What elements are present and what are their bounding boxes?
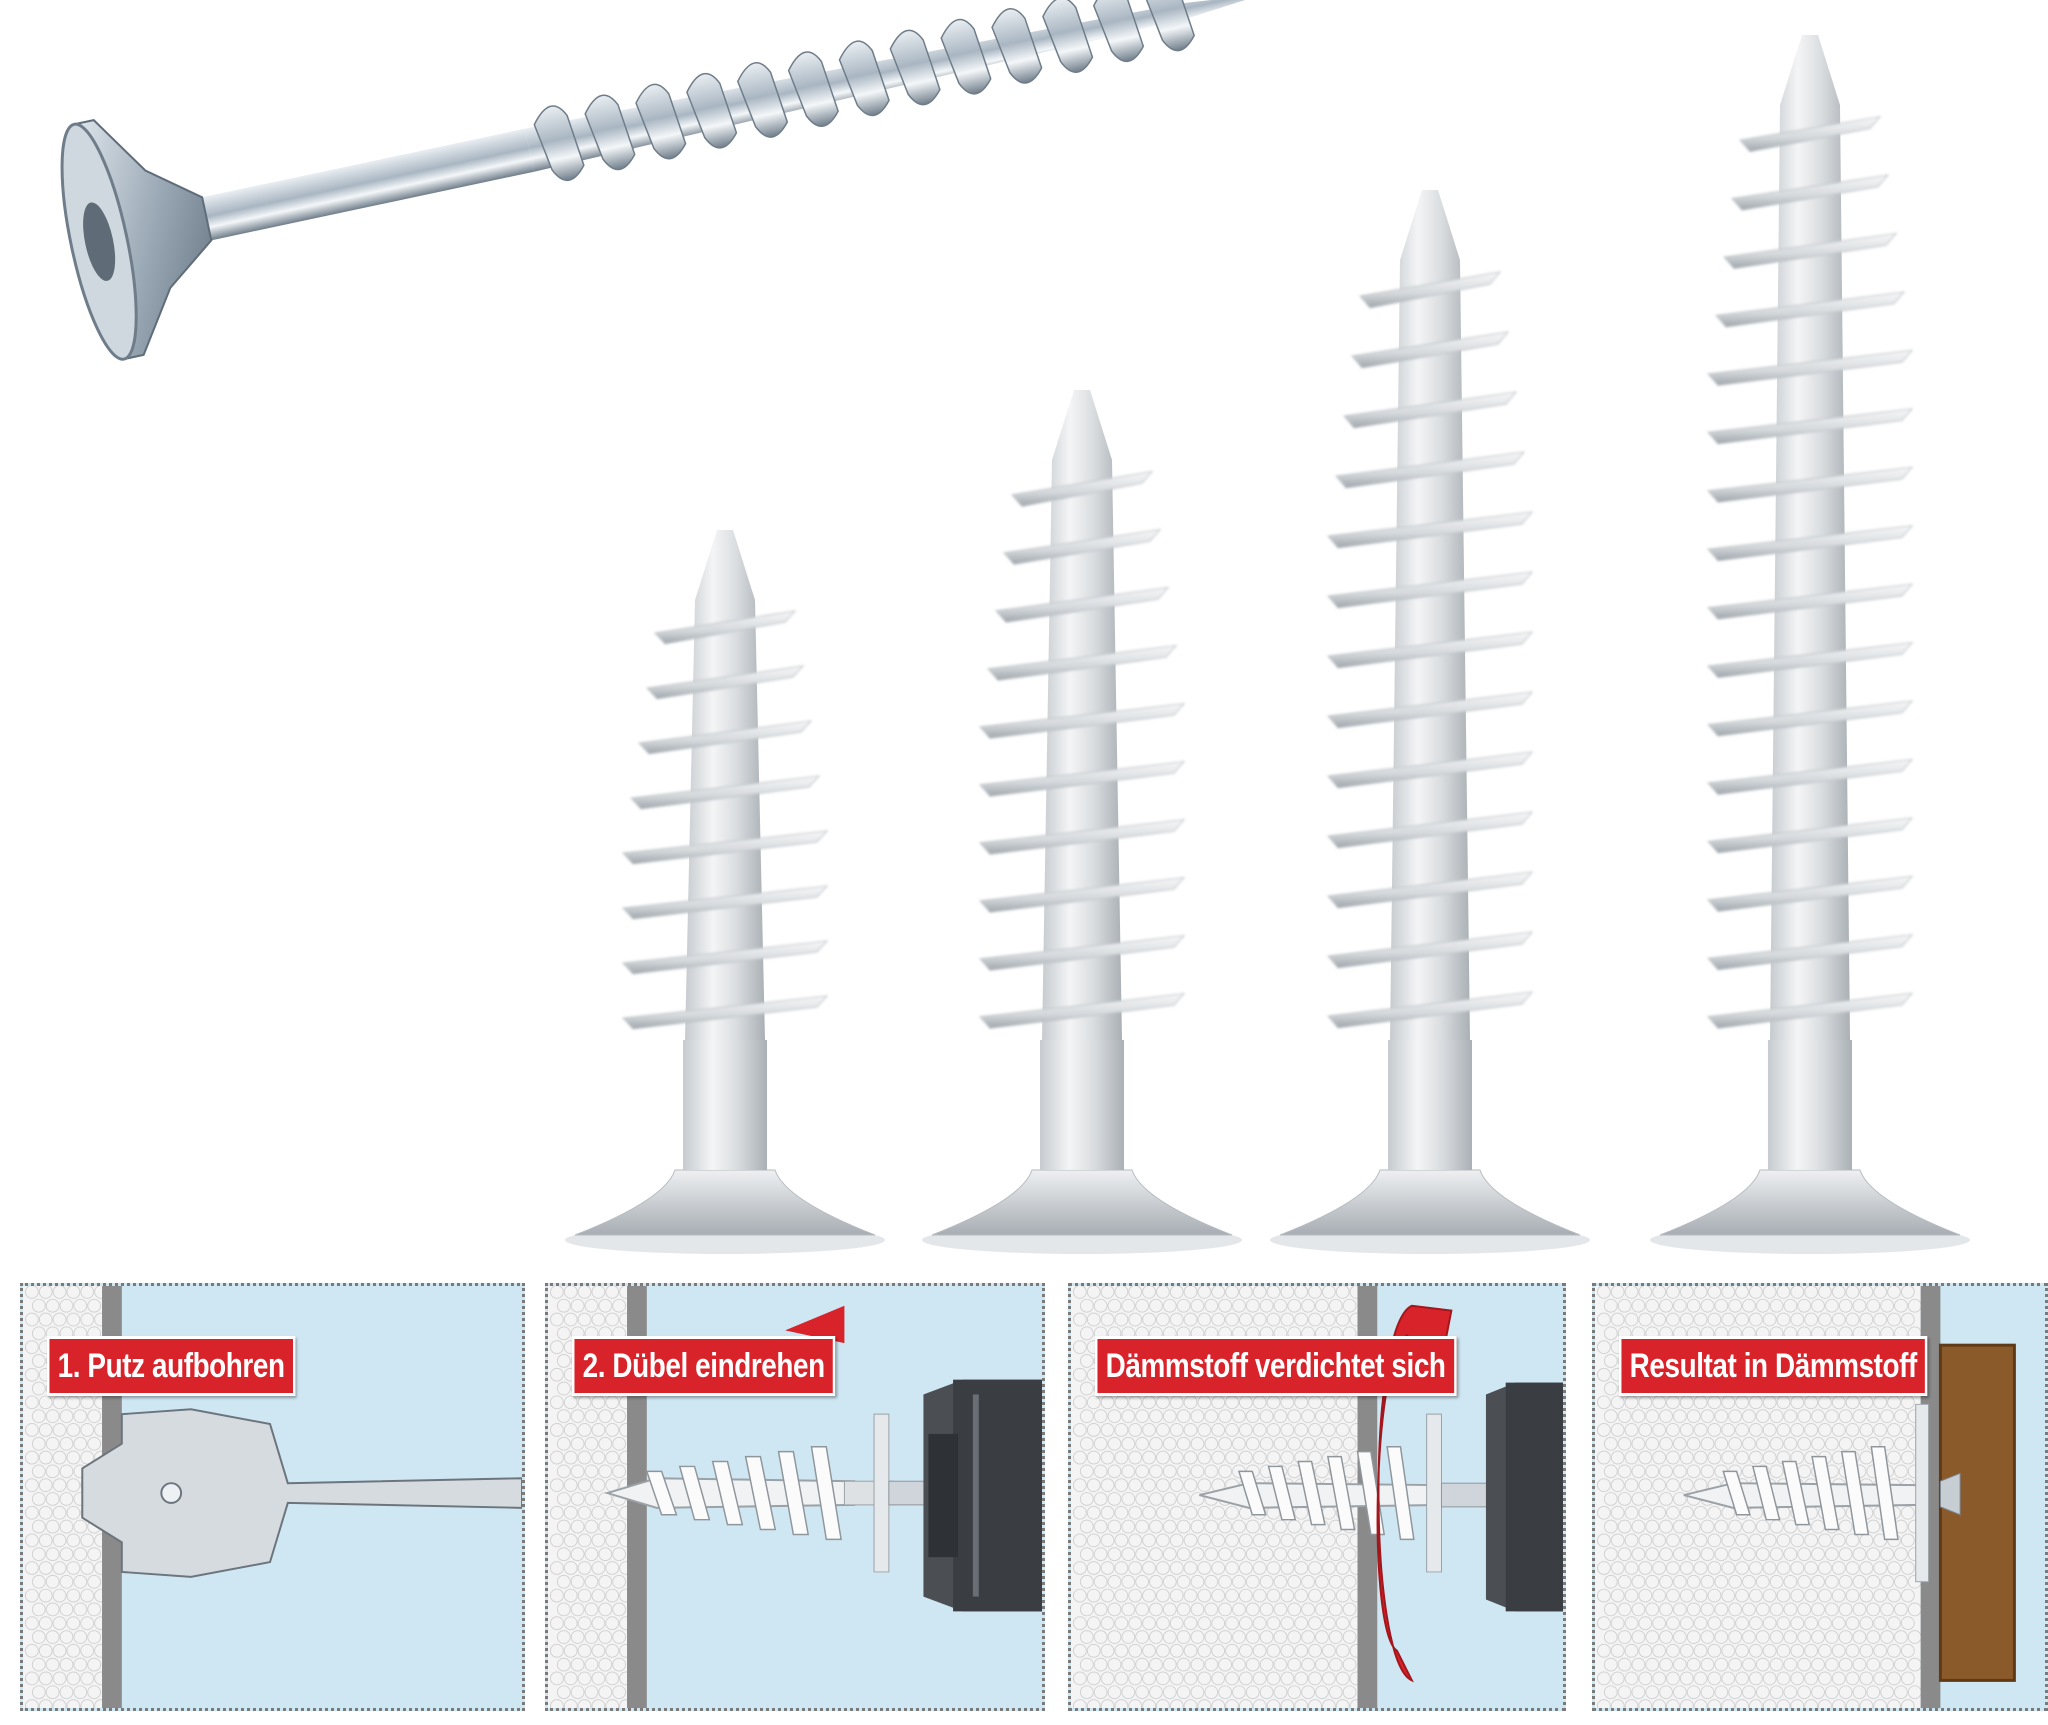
drill-chuck-icon (923, 1379, 1042, 1612)
insulation-dowels (565, 35, 1970, 1254)
step-panel-4: Resultat in Dämmstoff (1592, 1283, 2048, 1711)
insulation-dowel-icon (922, 390, 1242, 1254)
step-panel-2: 2. Dübel eindrehen (545, 1283, 1045, 1711)
step-4-label: Resultat in Dämmstoff (1619, 1336, 1928, 1396)
dowel-installed-icon (1683, 1403, 1961, 1583)
step-panel-1: 1. Putz aufbohren (20, 1283, 525, 1711)
drill-chuck-icon (1485, 1382, 1563, 1612)
insulation-dowel-icon (1270, 190, 1590, 1254)
step-1-label: 1. Putz aufbohren (47, 1336, 296, 1396)
step-2-label: 2. Dübel eindrehen (572, 1336, 836, 1396)
push-arrow-icon (785, 1305, 850, 1344)
step-3-label: Dämmstoff verdichtet sich (1095, 1336, 1457, 1396)
wood-screw-icon (60, 0, 1264, 361)
step-panel-3: Dämmstoff verdichtet sich (1068, 1283, 1566, 1711)
dowel-horizontal-icon (603, 1413, 929, 1573)
dowel-horizontal-icon (1199, 1413, 1492, 1573)
insulation-dowel-icon (1650, 35, 1970, 1254)
wood-plank-icon (1938, 1343, 2016, 1682)
spade-drill-bit-icon (81, 1408, 522, 1578)
insulation-dowel-icon (565, 530, 885, 1254)
